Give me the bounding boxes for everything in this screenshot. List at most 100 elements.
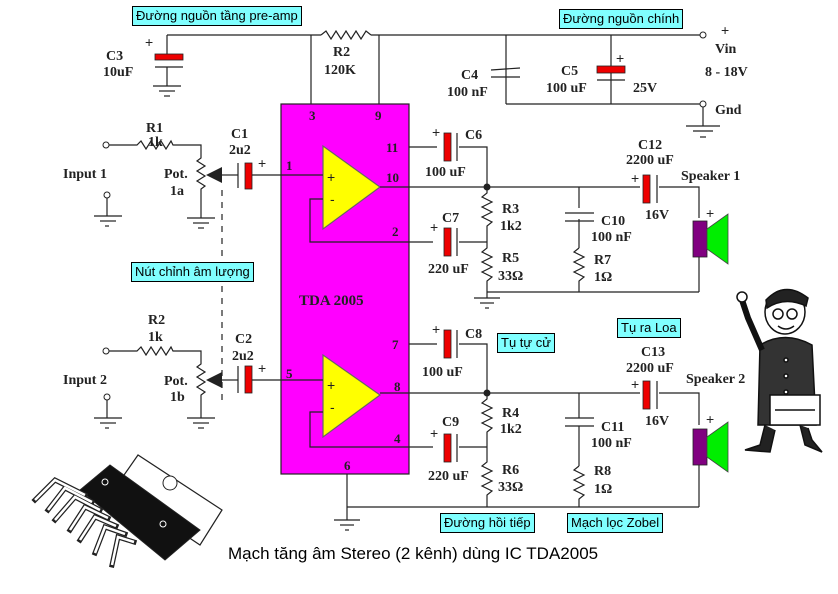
c9-value: 220 uF [428, 469, 469, 484]
c8-name: C8 [465, 327, 482, 342]
r5-value: 33Ω [498, 269, 523, 284]
pot-2-name: Pot. [164, 374, 188, 389]
r3-value: 1k2 [500, 219, 522, 234]
vin-label: Vin [715, 42, 736, 57]
vin-plus: + [721, 22, 729, 38]
c8-plus: + [432, 321, 440, 337]
c13-value: 2200 uF [626, 361, 674, 376]
input-1-stage [94, 139, 253, 229]
pot-1-name: Pot. [164, 167, 188, 182]
c12-name: C12 [638, 138, 662, 153]
r5-name: R5 [502, 251, 519, 266]
c8-value: 100 uF [422, 365, 463, 380]
pin-6: 6 [344, 458, 351, 473]
r6-resistor [480, 447, 494, 507]
r2-top-value: 120K [324, 63, 356, 78]
c9-plus: + [430, 425, 438, 441]
r2-in-name: R2 [148, 313, 165, 328]
ground-symbol [686, 107, 720, 138]
c4-capacitor [490, 67, 521, 78]
c1-value: 2u2 [229, 143, 251, 158]
c4-name: C4 [461, 68, 478, 83]
pin-1: 1 [286, 158, 293, 173]
pin-10: 10 [386, 170, 399, 185]
c12-capacitor [642, 174, 658, 204]
pin-9: 9 [375, 108, 382, 123]
r7-value: 1Ω [594, 270, 612, 285]
input-1-label: Input 1 [63, 167, 107, 182]
c5-rating: 25V [633, 81, 657, 96]
c8-capacitor [443, 329, 458, 359]
c5-name: C5 [561, 64, 578, 79]
c10-capacitor [565, 212, 594, 222]
c13-capacitor [642, 380, 658, 410]
c12-rating: 16V [645, 208, 669, 223]
c9-capacitor [443, 433, 458, 463]
c3-value: 10uF [103, 65, 133, 80]
opamp-1-plus: + [327, 169, 335, 185]
c6-value: 100 uF [425, 165, 466, 180]
pot-1-value: 1a [170, 184, 184, 199]
c7-name: C7 [442, 211, 459, 226]
c13-rating: 16V [645, 414, 669, 429]
vin-terminal [699, 31, 707, 39]
c7-value: 220 uF [428, 262, 469, 277]
ground-ch1 [474, 292, 500, 309]
note-main-rail: Đường nguồn chính [559, 9, 684, 29]
tda2005-package-illustration [31, 454, 223, 568]
c3-capacitor [153, 53, 184, 97]
note-zobel-filter: Mạch lọc Zobel [567, 513, 664, 533]
c2-value: 2u2 [232, 349, 254, 364]
c2-name: C2 [235, 332, 252, 347]
c11-capacitor [565, 417, 594, 427]
c6-name: C6 [465, 128, 482, 143]
vin-range: 8 - 18V [705, 65, 748, 80]
input-2-label: Input 2 [63, 373, 107, 388]
c5-value: 100 uF [546, 81, 587, 96]
opamp-1-minus: - [330, 191, 335, 207]
c1-name: C1 [231, 127, 248, 142]
c7-plus: + [430, 219, 438, 235]
r8-value: 1Ω [594, 482, 612, 497]
r2-top-name: R2 [333, 45, 350, 60]
c9-name: C9 [442, 415, 459, 430]
opamp-2-plus: + [327, 377, 335, 393]
input-2-stage [94, 345, 253, 429]
speaker-2-plus: + [706, 411, 714, 427]
c5-plus: + [616, 50, 624, 66]
speaker-1-label: Speaker 1 [681, 169, 740, 184]
r5-resistor [480, 242, 494, 292]
opamp-2-minus: - [330, 399, 335, 415]
c13-plus: + [631, 376, 639, 392]
c6-capacitor [443, 132, 458, 162]
c10-name: C10 [601, 214, 625, 229]
note-bootstrap-cap: Tụ tự cử [497, 333, 555, 353]
r1-value: 1k [148, 135, 163, 150]
speaker-1-plus: + [706, 205, 714, 221]
c3-name: C3 [106, 49, 123, 64]
c12-value: 2200 uF [626, 153, 674, 168]
channel-2-wires [252, 343, 700, 520]
pin-5: 5 [286, 366, 293, 381]
ic-title: TDA 2005 [299, 293, 364, 309]
pot-2-value: 1b [170, 390, 185, 405]
c10-value: 100 nF [591, 230, 632, 245]
c7-capacitor [443, 227, 458, 257]
note-feedback-path: Đường hồi tiếp [440, 513, 535, 533]
gnd-label: Gnd [715, 103, 742, 118]
c11-value: 100 nF [591, 436, 632, 451]
c2-plus: + [258, 360, 266, 376]
gnd-terminal [699, 100, 707, 108]
technician-mascot-illustration [736, 288, 823, 453]
r4-name: R4 [502, 406, 519, 421]
r4-value: 1k2 [500, 422, 522, 437]
c4-value: 100 nF [447, 85, 488, 100]
pin-3: 3 [309, 108, 316, 123]
r4-resistor [480, 393, 494, 447]
r8-resistor [572, 465, 586, 507]
r6-name: R6 [502, 463, 519, 478]
r8-name: R8 [594, 464, 611, 479]
note-speaker-cap: Tụ ra Loa [617, 318, 681, 338]
speaker-2-label: Speaker 2 [686, 372, 745, 387]
